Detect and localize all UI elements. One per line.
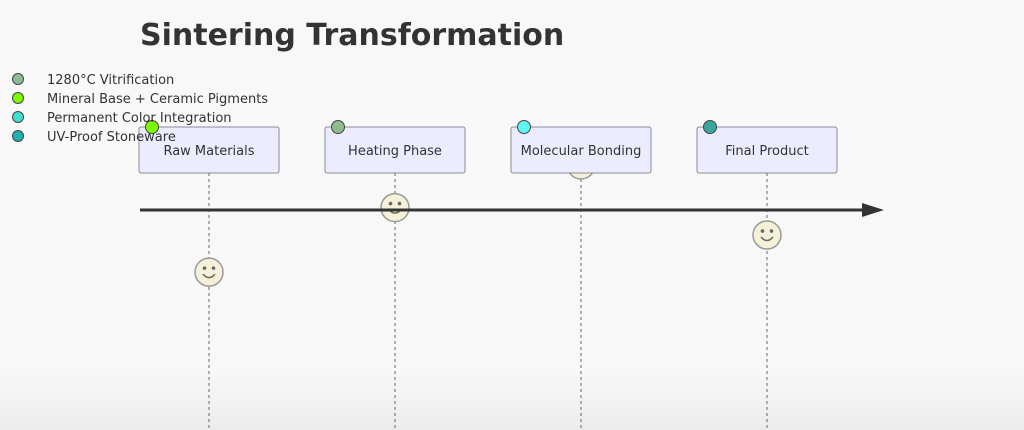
legend-item: UV-Proof Stoneware: [10, 128, 268, 147]
face-mouth: [202, 273, 216, 279]
face-eye: [202, 266, 207, 270]
status-dot-icon: [145, 120, 159, 134]
face-outline: [194, 257, 224, 287]
timeline-axis: [140, 203, 884, 217]
face-eye: [397, 201, 402, 206]
legend-label: UV-Proof Stoneware: [47, 130, 176, 145]
page-title: Sintering Transformation: [140, 18, 565, 53]
status-dot-icon: [703, 120, 717, 134]
stage-label: Molecular Bonding: [521, 144, 642, 159]
face-outline: [380, 192, 410, 223]
timeline-arrowhead: [862, 203, 884, 217]
face-eye: [769, 229, 774, 233]
smiley-icon: [194, 257, 224, 287]
stage-box: [138, 126, 280, 174]
stage-label: Heating Phase: [348, 144, 442, 159]
legend-label: Permanent Color Integration: [47, 111, 232, 126]
face-eye: [211, 266, 216, 270]
legend-dot-icon: [12, 92, 24, 104]
stage-box: [510, 126, 652, 174]
stage-actors: [194, 150, 782, 287]
stage-label: Final Product: [725, 144, 808, 159]
background-fade: [0, 370, 1024, 430]
status-dot-icon: [517, 120, 531, 134]
smiley-icon: [380, 192, 410, 223]
face-eye: [760, 229, 765, 233]
stage-label: Raw Materials: [163, 144, 254, 159]
stage-box: [324, 126, 466, 174]
stage-box: [696, 126, 838, 174]
legend-item: Permanent Color Integration: [10, 109, 268, 128]
legend-item: 1280°C Vitrification: [10, 71, 268, 90]
face-mouth: [760, 236, 774, 242]
legend: 1280°C Vitrification Mineral Base + Cera…: [10, 71, 268, 147]
stage-guides: [208, 173, 768, 430]
legend-item: Mineral Base + Ceramic Pigments: [10, 90, 268, 109]
legend-label: 1280°C Vitrification: [47, 73, 175, 88]
stage-nodes: Raw Materials Heating Phase Molecular Bond…: [138, 120, 838, 174]
legend-dot-icon: [12, 73, 24, 85]
legend-dot-icon: [12, 111, 24, 123]
legend-label: Mineral Base + Ceramic Pigments: [47, 92, 269, 107]
face-eye: [388, 201, 393, 206]
legend-dot-icon: [12, 130, 24, 142]
smiley-icon: [752, 220, 782, 250]
face-outline: [752, 220, 782, 250]
status-dot-icon: [331, 120, 345, 134]
